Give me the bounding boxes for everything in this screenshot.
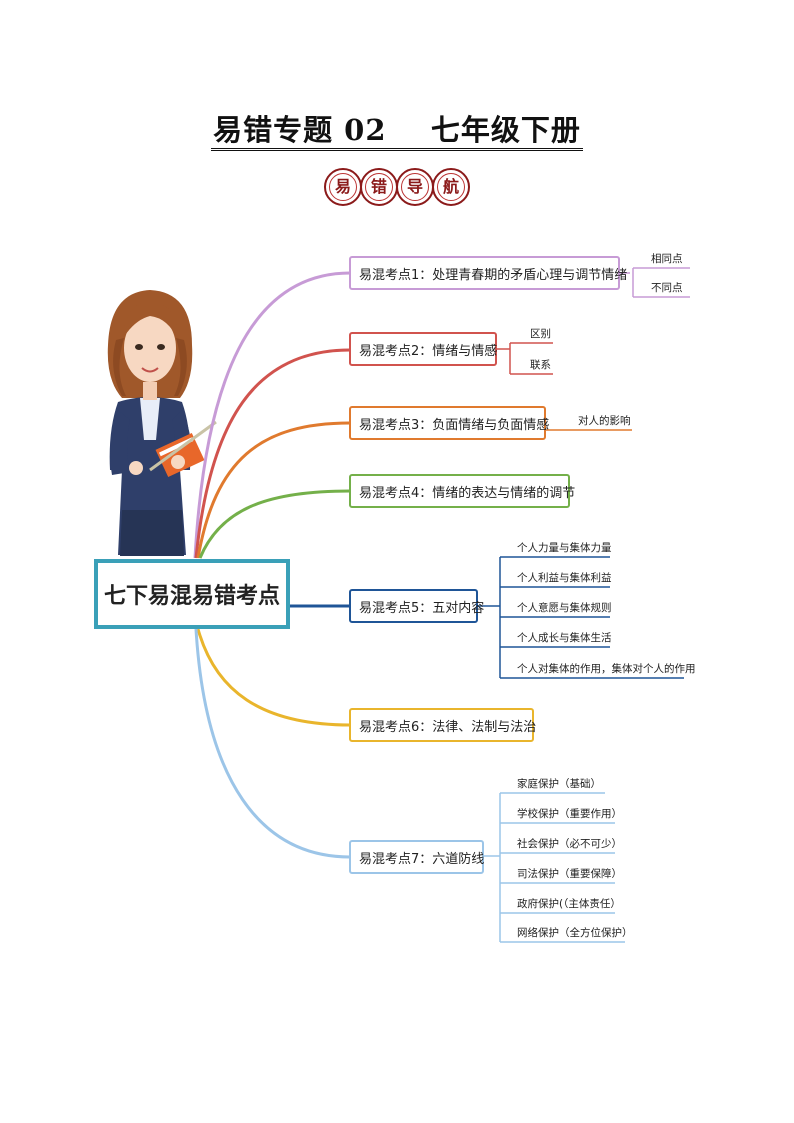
topic-node-3: 易混考点3：负面情绪与负面情感 bbox=[349, 406, 549, 440]
leaf-item: 个人意愿与集体规则 bbox=[517, 602, 612, 614]
topic-node-6: 易混考点6：法律、法制与法治 bbox=[349, 708, 536, 742]
leaf-item: 个人力量与集体力量 bbox=[517, 542, 612, 554]
badge-circle: 航 bbox=[432, 168, 470, 206]
topic-node-4: 易混考点4：情绪的表达与情绪的调节 bbox=[349, 474, 575, 508]
leaf-item: 相同点 bbox=[651, 253, 683, 265]
leaf-item: 区别 bbox=[530, 328, 551, 340]
leaf-item: 司法保护（重要保障） bbox=[517, 868, 622, 880]
leaf-item: 个人对集体的作用，集体对个人的作用 bbox=[517, 663, 696, 675]
badge-char: 易 bbox=[329, 173, 357, 201]
leaf-item: 联系 bbox=[530, 359, 551, 371]
section-badges: 易 错 导 航 bbox=[0, 168, 794, 206]
leaf-item: 对人的影响 bbox=[578, 415, 631, 427]
badge-char: 错 bbox=[365, 173, 393, 201]
leaf-item: 网络保护（全方位保护） bbox=[517, 927, 633, 939]
topic-node-5: 易混考点5：五对内容 bbox=[349, 589, 484, 623]
leaf-item: 社会保护（必不可少） bbox=[517, 838, 622, 850]
topic-node-7: 易混考点7：六道防线 bbox=[349, 840, 484, 874]
leaf-item: 政府保护(（主体责任） bbox=[517, 898, 621, 910]
badge-char: 导 bbox=[401, 173, 429, 201]
leaf-item: 个人成长与集体生活 bbox=[517, 632, 612, 644]
leaf-item: 学校保护（重要作用） bbox=[517, 808, 622, 820]
badge-char: 航 bbox=[437, 173, 465, 201]
central-topic: 七下易混易错考点 bbox=[94, 559, 290, 629]
leaf-item: 不同点 bbox=[651, 282, 683, 294]
topic-node-1: 易混考点1：处理青春期的矛盾心理与调节情绪 bbox=[349, 256, 627, 290]
teacher-illustration bbox=[107, 290, 217, 556]
page-title: 易错专题 02 七年级下册 bbox=[211, 112, 583, 151]
badge-circle: 导 bbox=[396, 168, 434, 206]
topic-node-2: 易混考点2：情绪与情感 bbox=[349, 332, 497, 366]
title-container: 易错专题 02 七年级下册 bbox=[0, 112, 794, 151]
leaf-item: 家庭保护（基础） bbox=[517, 778, 601, 790]
leaf-item: 个人利益与集体利益 bbox=[517, 572, 612, 584]
